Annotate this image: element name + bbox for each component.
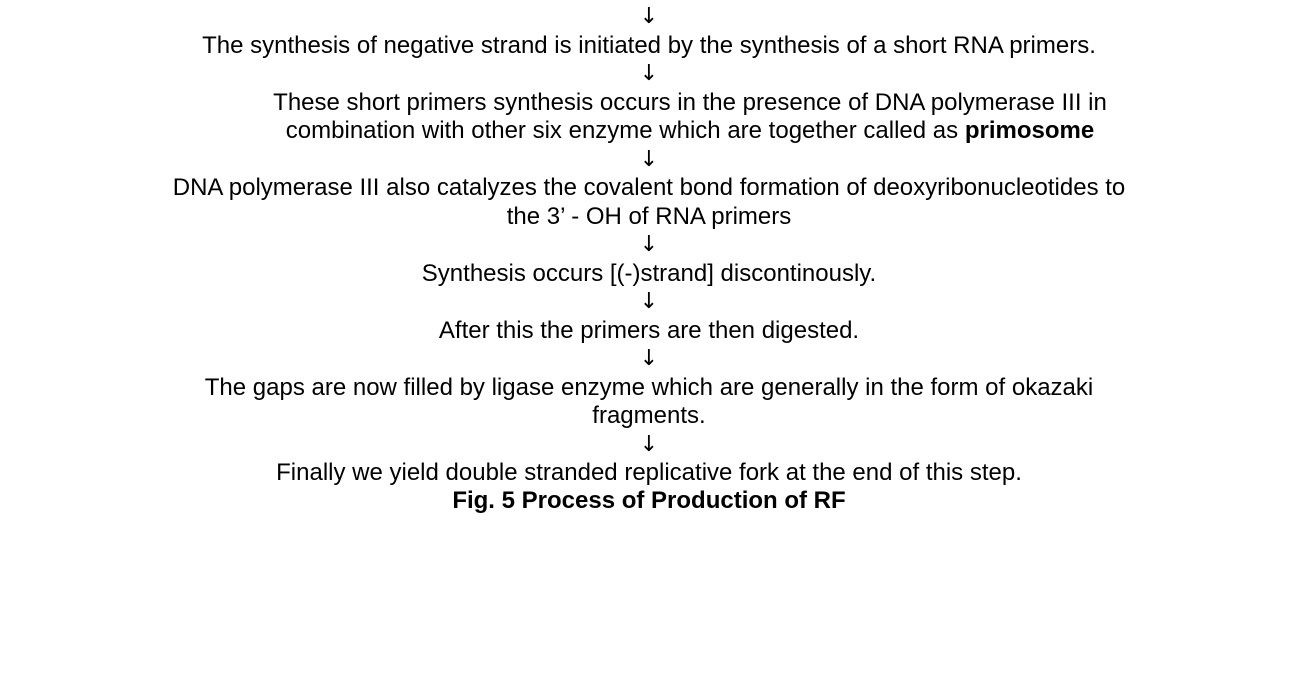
step-4-text: Synthesis occurs [(-)strand] discontinou… — [421, 259, 877, 287]
down-arrow-icon: ↓ — [639, 431, 659, 457]
figure-caption: Fig. 5 Process of Production of RF — [452, 486, 846, 514]
step-5-text: After this the primers are then digested… — [438, 316, 860, 344]
step-3-line-1: DNA polymerase III also catalyzes the co… — [172, 174, 1126, 201]
down-arrow-icon: ↓ — [639, 146, 659, 172]
step-7-text: Finally we yield double stranded replica… — [276, 459, 1022, 486]
step-3-text: DNA polymerase III also catalyzes the co… — [0, 174, 1298, 231]
step-2-text: These short primers synthesis occurs in … — [0, 89, 1298, 146]
down-arrow-icon: ↓ — [639, 4, 659, 29]
step-6-line-1: The gaps are now filled by ligase enzyme… — [204, 373, 1094, 401]
down-arrow-icon: ↓ — [639, 61, 659, 86]
down-arrow-icon: ↓ — [639, 346, 659, 371]
step-6-line-2: fragments. — [592, 402, 706, 429]
step-2-line-1: These short primers synthesis occurs in … — [273, 88, 1107, 116]
down-arrow-icon: ↓ — [639, 289, 659, 314]
flowchart: ↓ The synthesis of negative strand is in… — [0, 4, 1298, 514]
step-6-text: The gaps are now filled by ligase enzyme… — [0, 374, 1298, 431]
down-arrow-icon: ↓ — [639, 232, 659, 257]
step-1-text: The synthesis of negative strand is init… — [202, 31, 1096, 59]
primosome-term: primosome — [964, 117, 1095, 144]
step-2-line-2-text: combination with other six enzyme which … — [285, 117, 965, 144]
step-3-line-2: the 3’ - OH of RNA primers — [506, 202, 792, 230]
step-2-line-2: combination with other six enzyme which … — [286, 117, 1094, 144]
